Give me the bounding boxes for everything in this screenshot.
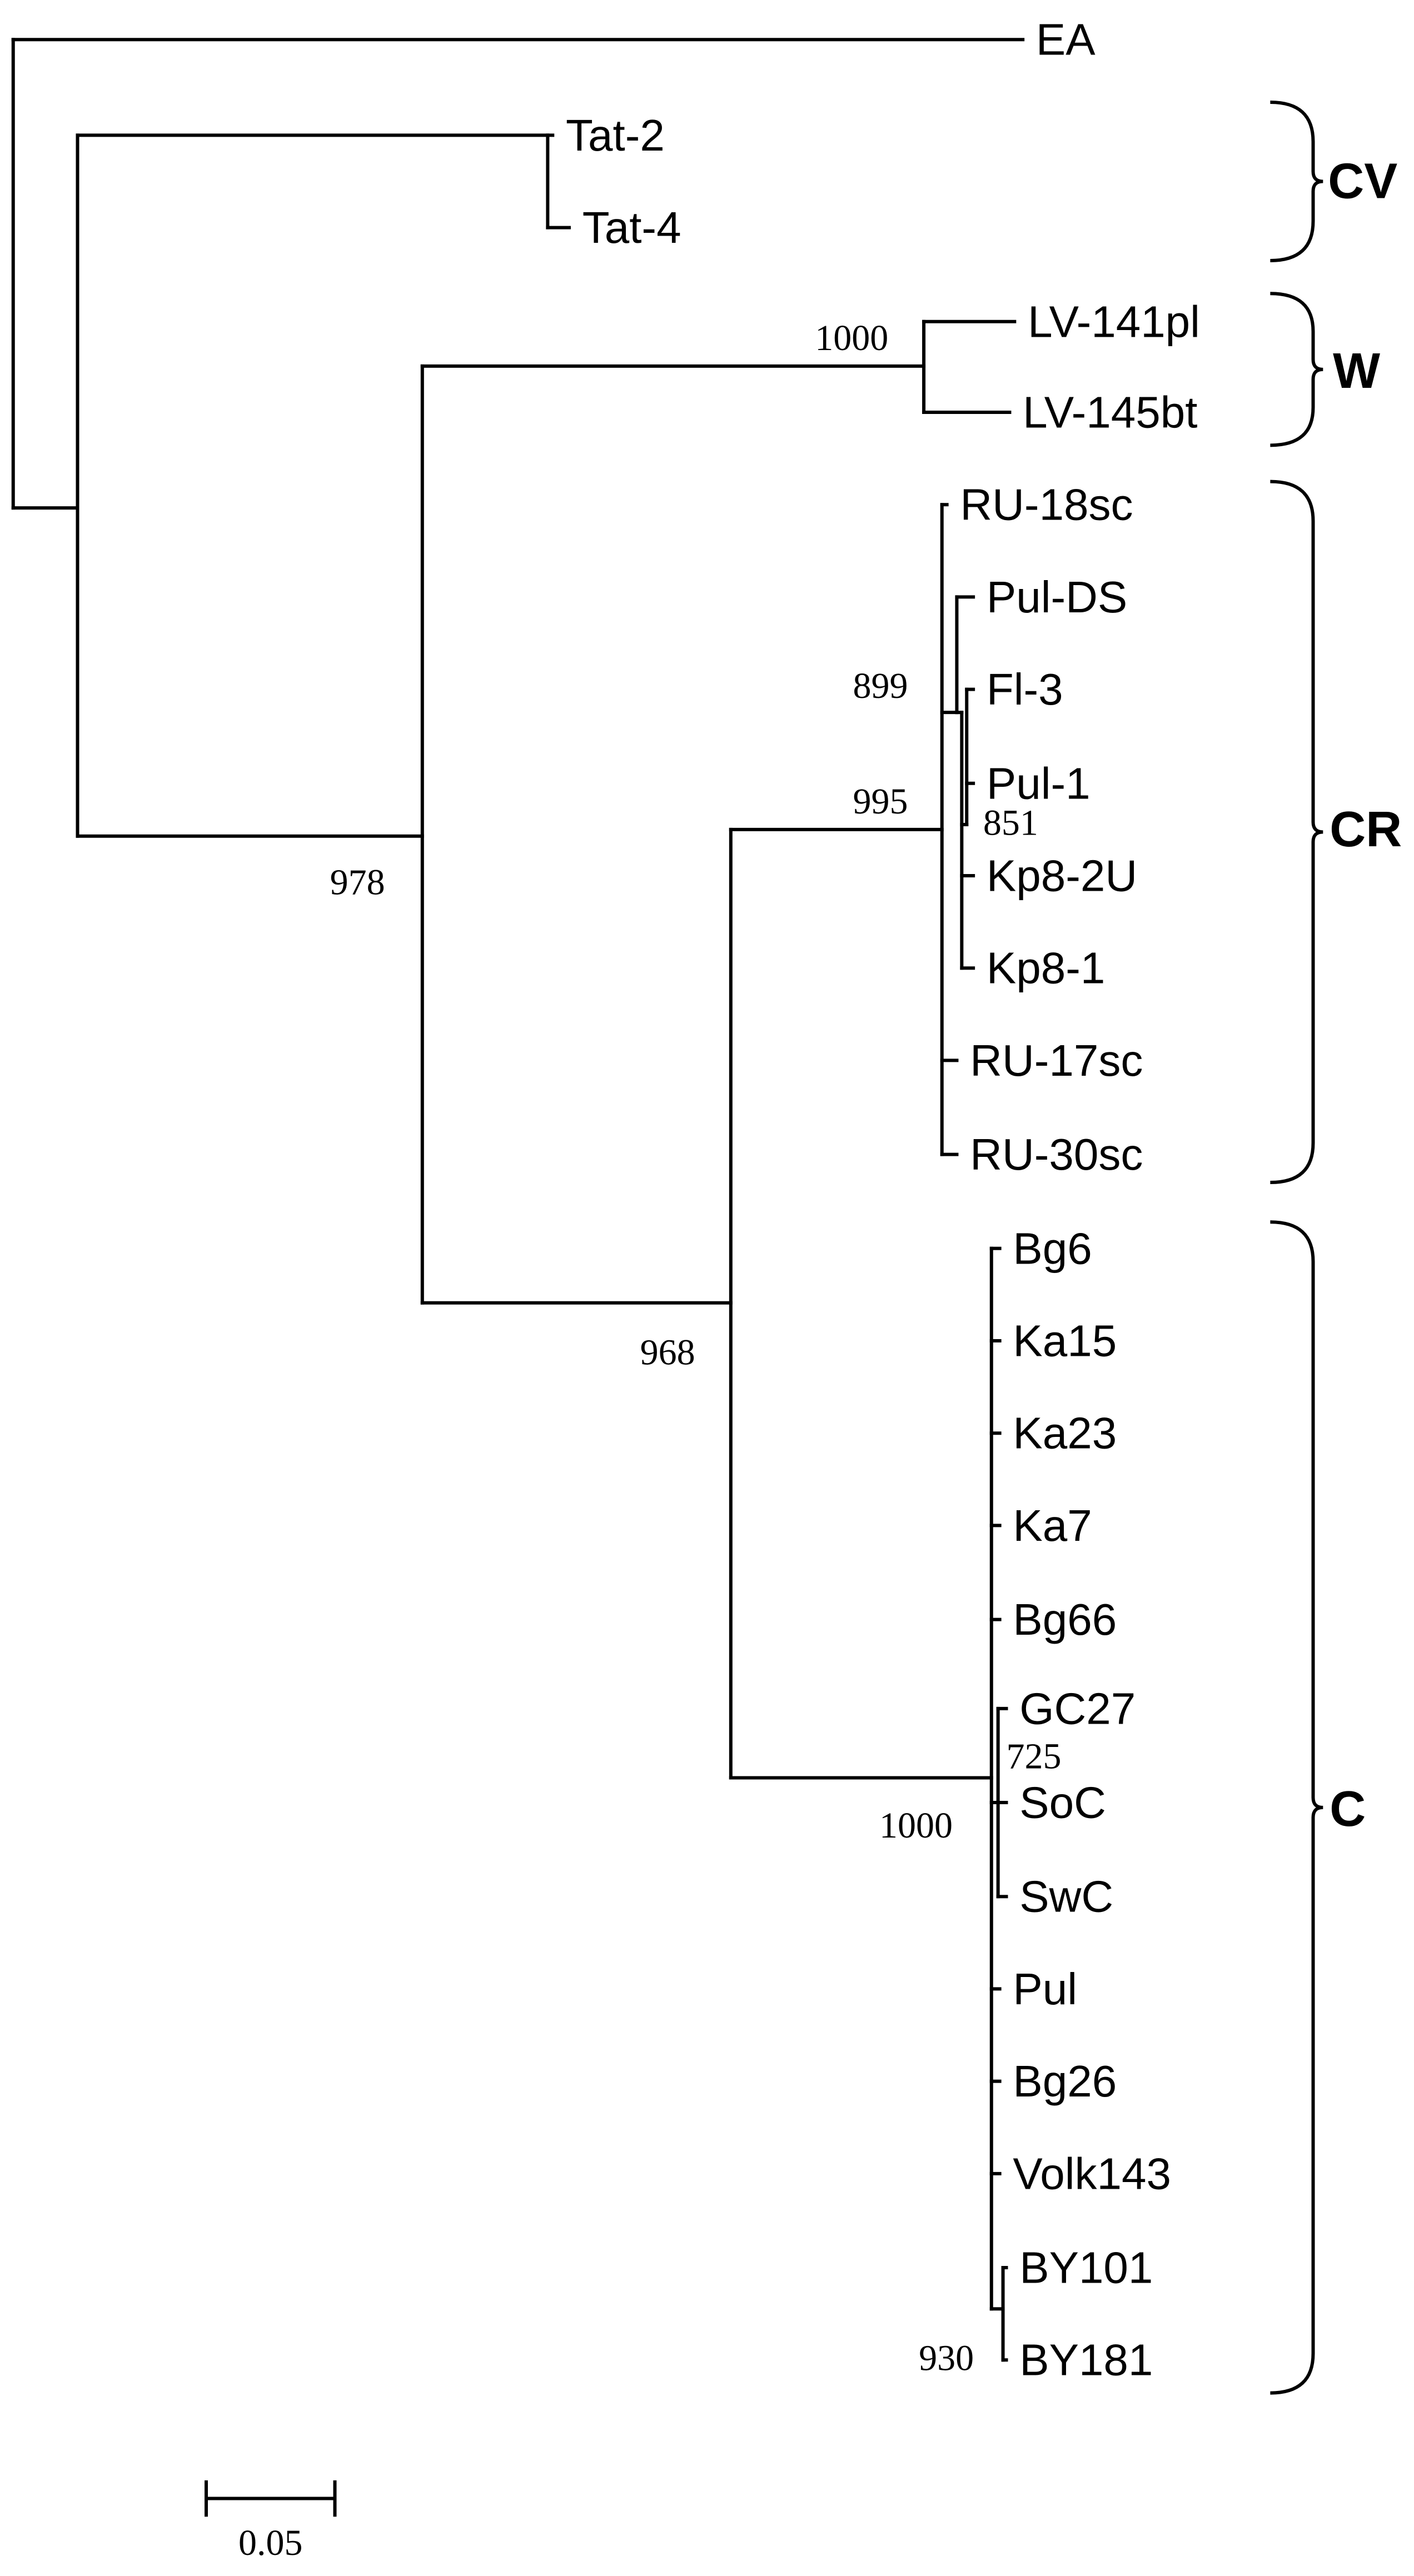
clade-bracket-cv — [1270, 101, 1323, 262]
leaf-label-pul1: Pul-1 — [987, 758, 1091, 808]
clade-label-cv: CV — [1328, 153, 1397, 209]
tree-branches — [11, 38, 1025, 2517]
scale-bar-label: 0.05 — [238, 2523, 303, 2563]
leaf-label-swc: SwC — [1019, 1872, 1113, 1921]
leaf-label-bg26: Bg26 — [1013, 2056, 1117, 2106]
leaf-label-pul: Pul — [1013, 1964, 1077, 2014]
leaf-label-bg6: Bg6 — [1013, 1224, 1092, 1273]
leaf-label-kp81: Kp8-1 — [987, 943, 1105, 993]
support-value-s_995: 995 — [853, 781, 908, 822]
support-value-s_725: 725 — [1006, 1736, 1061, 1776]
leaf-label-ru30: RU-30sc — [970, 1130, 1143, 1179]
leaf-label-soc: SoC — [1019, 1778, 1106, 1828]
clade-label-c: C — [1330, 1781, 1366, 1837]
support-value-s_w: 1000 — [815, 318, 888, 358]
leaf-label-lv145: LV-145bt — [1023, 388, 1197, 437]
support-value-s_899: 899 — [853, 666, 908, 706]
leaf-label-tat4: Tat-4 — [582, 203, 681, 252]
clade-brackets — [1270, 101, 1323, 2395]
leaf-label-lv141: LV-141pl — [1028, 297, 1200, 346]
leaf-label-ka7: Ka7 — [1013, 1501, 1092, 1550]
clade-label-w: W — [1333, 343, 1380, 399]
leaf-label-gc27: GC27 — [1019, 1684, 1136, 1733]
leaf-label-EA: EA — [1036, 15, 1096, 64]
clade-label-cr: CR — [1330, 802, 1402, 857]
leaf-label-volk143: Volk143 — [1013, 2149, 1171, 2198]
clade-bracket-cr — [1270, 480, 1323, 1185]
leaf-label-puldS: Pul-DS — [987, 572, 1127, 622]
support-value-s_930: 930 — [919, 2338, 974, 2379]
leaf-label-ru17: RU-17sc — [970, 1036, 1143, 1085]
leaf-label-fl3: Fl-3 — [987, 665, 1063, 714]
leaf-label-ru18: RU-18sc — [960, 480, 1133, 530]
leaf-label-tat2: Tat-2 — [566, 111, 665, 160]
leaf-label-kp82u: Kp8-2U — [987, 851, 1137, 901]
support-value-s_968: 968 — [640, 1332, 695, 1372]
support-value-s_851: 851 — [983, 803, 1038, 843]
support-value-s_c: 1000 — [879, 1805, 953, 1846]
leaf-label-by101: BY101 — [1019, 2243, 1153, 2293]
leaf-label-ka23: Ka23 — [1013, 1409, 1117, 1458]
tree-labels: EA Tat-2Tat-4LV-141plLV-145btRU-18scPul-D… — [238, 15, 1402, 2563]
leaf-label-by181: BY181 — [1019, 2335, 1153, 2385]
leaf-label-bg66: Bg66 — [1013, 1595, 1117, 1644]
clade-bracket-w — [1270, 292, 1323, 447]
leaf-label-ka15: Ka15 — [1013, 1316, 1117, 1365]
clade-bracket-c — [1270, 1220, 1323, 2395]
support-value-s_978: 978 — [330, 862, 385, 902]
